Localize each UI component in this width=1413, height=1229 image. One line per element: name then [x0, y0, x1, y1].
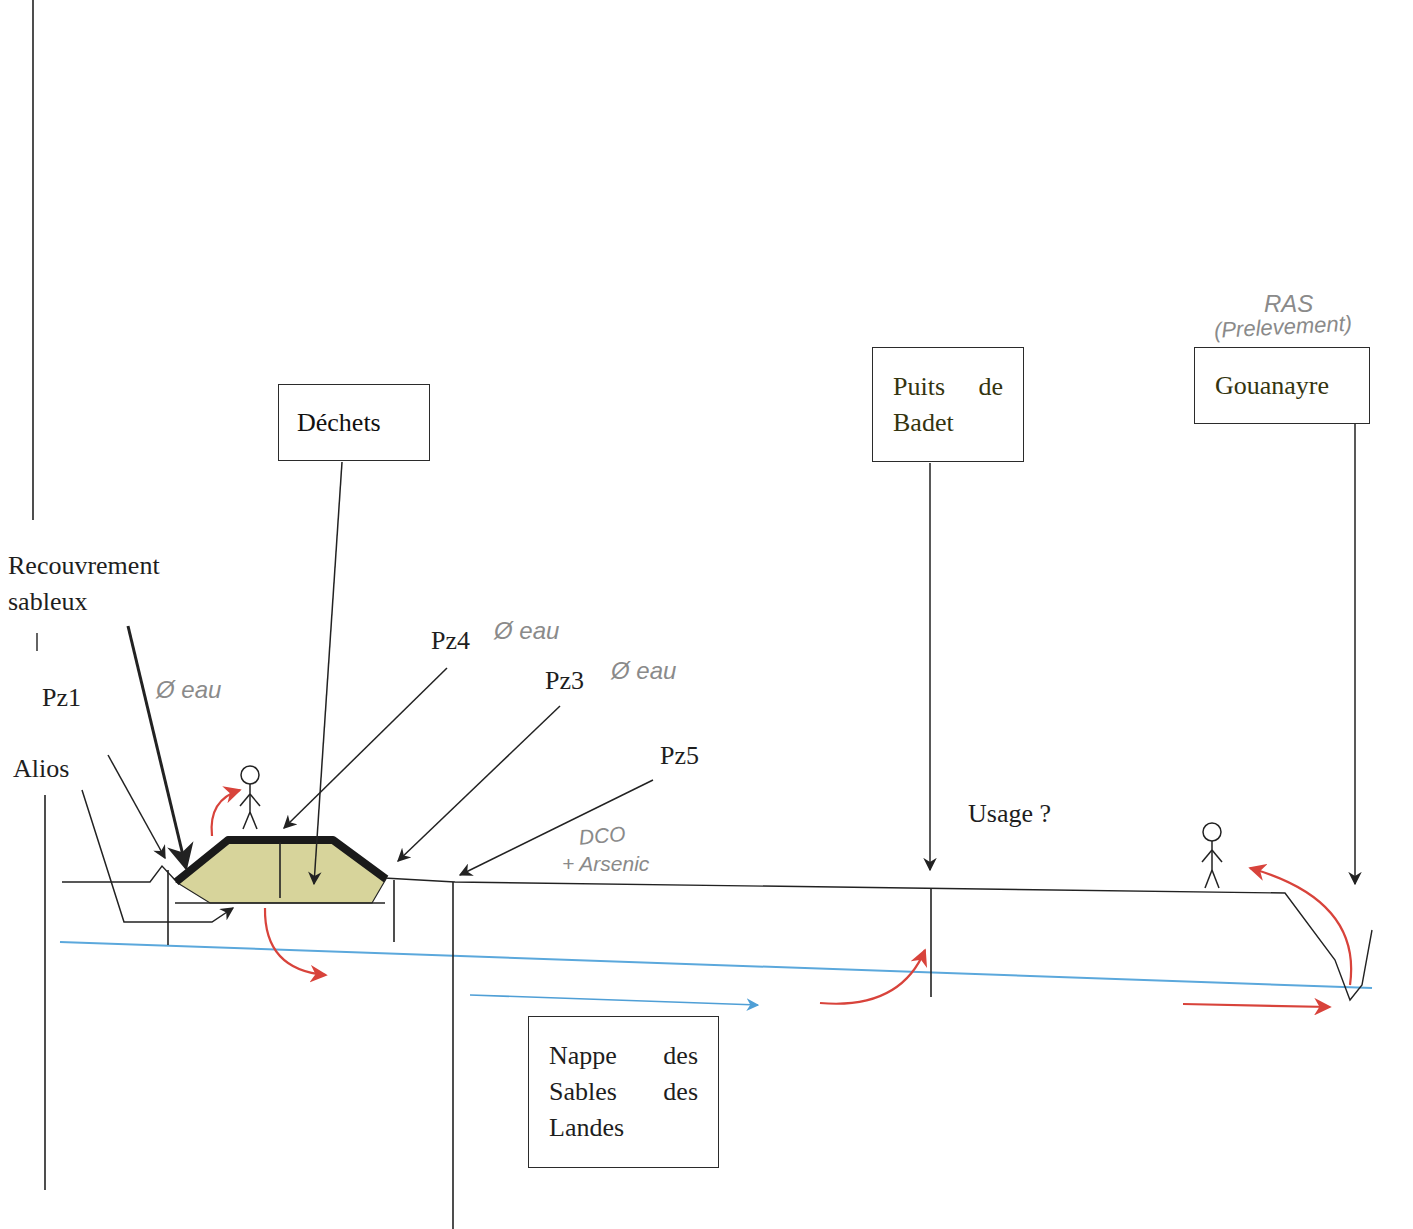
figure-leg — [1205, 870, 1212, 888]
piezometer-tube — [279, 842, 281, 898]
handwritten-note: Ø eau — [492, 617, 561, 645]
well-tube — [930, 889, 932, 997]
figure-body — [1211, 841, 1213, 870]
handwritten-note: DCO — [576, 822, 629, 850]
leader-line — [1354, 424, 1356, 884]
leader-line — [284, 668, 447, 828]
well-box: Puits de Badet — [872, 347, 1024, 462]
handwritten-note: + Arsenic — [560, 852, 651, 876]
ground-line — [62, 866, 176, 882]
waste-mound — [176, 840, 386, 903]
handwritten-note: Ø eau — [609, 657, 678, 685]
box-text: Puits de Badet — [893, 369, 1003, 441]
figure-leg — [1212, 870, 1219, 888]
figure-head — [241, 766, 259, 784]
leader-line — [128, 626, 186, 868]
leader-line — [314, 462, 342, 884]
piezometer-tube — [393, 880, 395, 942]
piezometer-label: Pz5 — [660, 738, 699, 774]
piezometer-tube — [167, 870, 169, 945]
part-label: Alios — [13, 751, 69, 787]
part-label: Recouvrement sableux — [8, 548, 188, 620]
figure-head — [1203, 823, 1221, 841]
leader-line — [929, 463, 931, 870]
transfer-arrow — [1183, 1004, 1330, 1007]
stick-figure — [1202, 823, 1222, 888]
waste-box: Déchets — [278, 384, 430, 461]
piezometer-label: Pz1 — [42, 680, 81, 716]
handwritten-note: (Prelevement) — [1211, 311, 1354, 344]
piezometer-tube — [452, 882, 454, 1229]
leader-line — [82, 790, 233, 922]
transfer-arrow — [265, 908, 326, 975]
transfer-arrow — [212, 790, 240, 836]
figure-arm — [1212, 850, 1222, 862]
cover-layer — [176, 840, 386, 882]
margin-line — [32, 0, 34, 520]
stick-figure — [240, 766, 260, 829]
base-line — [175, 902, 385, 903]
aquifer-box: Nappe des Sables des Landes — [528, 1016, 719, 1168]
transfer-arrow — [1250, 868, 1351, 985]
river-box: Gouanayre — [1194, 347, 1370, 424]
piezometer-label: Pz4 — [431, 623, 470, 659]
water-table — [60, 942, 1372, 988]
flow-arrow — [470, 995, 758, 1005]
transfer-arrow — [820, 950, 925, 1004]
box-text: Nappe des Sables des Landes — [549, 1038, 698, 1146]
margin-line — [44, 795, 46, 1190]
figure-arm — [240, 794, 250, 806]
figure-leg — [250, 812, 257, 829]
box-text: Gouanayre — [1215, 368, 1349, 404]
piezometer-label: Pz3 — [545, 663, 584, 699]
figure-body — [249, 784, 251, 812]
question-label: Usage ? — [968, 796, 1051, 832]
figure-arm — [250, 794, 260, 806]
leader-line — [108, 755, 165, 858]
figure-arm — [1202, 850, 1212, 862]
handwritten-note: Ø eau — [154, 676, 223, 704]
tick-mark — [36, 633, 37, 651]
box-text: Déchets — [297, 405, 411, 441]
ground-line — [384, 878, 1372, 1000]
figure-leg — [243, 812, 250, 829]
